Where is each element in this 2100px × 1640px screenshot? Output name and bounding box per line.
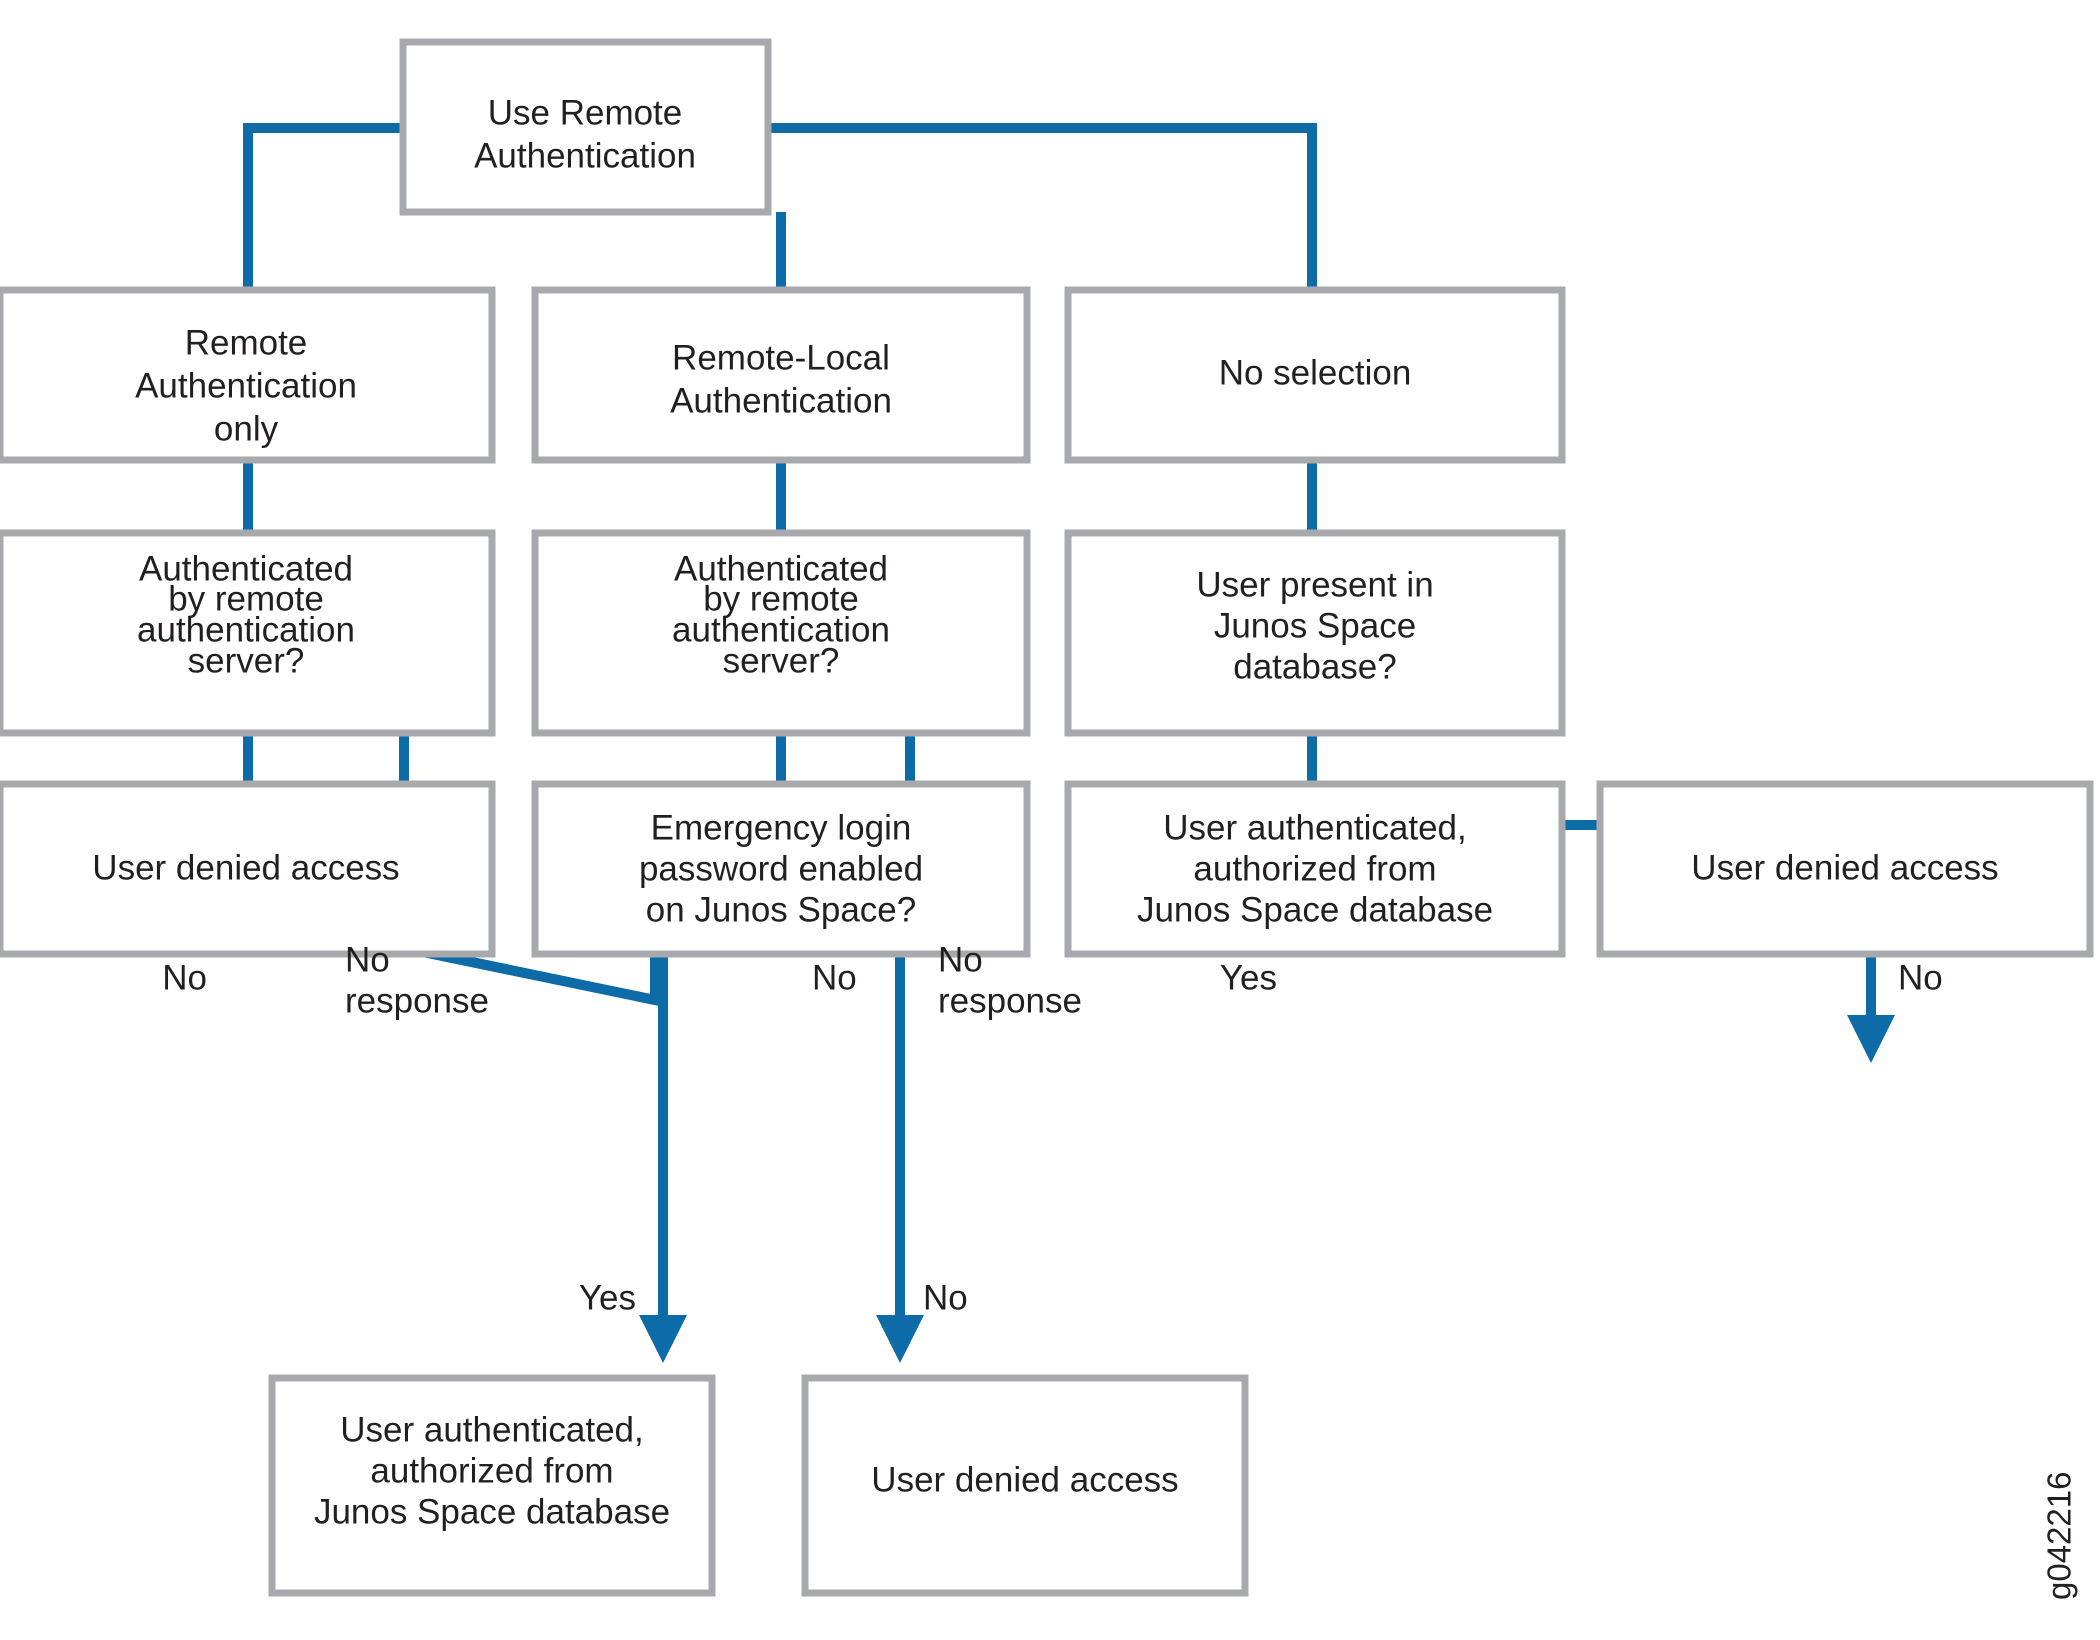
node-emergency-login-password-enabled[interactable]: Emergency login password enabled on Juno…	[531, 780, 1031, 958]
node-user-authenticated-authorized-bottom[interactable]: User authenticated, authorized from Juno…	[268, 1374, 716, 1597]
node-label-remote-local-authentication-line-2: Authentication	[670, 381, 892, 420]
node-box-emergency-login-password-enabled[interactable]	[531, 780, 1031, 958]
edge-label-yes-row3-right: Yes	[1220, 958, 1277, 997]
node-box-remote-local-authentication[interactable]	[531, 286, 1031, 464]
node-label-auth-left-line-1: Authenticated	[139, 549, 353, 588]
node-label-user-denied-access-left: User denied access	[92, 848, 399, 887]
node-remote-local-authentication[interactable]: Remote-Local Authentication	[531, 286, 1031, 464]
node-label-remote-authentication-only-line-3: only	[214, 409, 279, 448]
node-label-auth-middle-line-4: server?	[723, 641, 840, 680]
edge-label-no-far-right: No	[1898, 958, 1943, 997]
edge-emergency-no-to-denied	[876, 954, 924, 1363]
node-box-authenticated-by-remote-server-middle[interactable]	[531, 529, 1031, 737]
node-user-authenticated-authorized-right[interactable]: User authenticated, authorized from Juno…	[1064, 780, 1566, 958]
node-label-emergency-login-line-3: on Junos Space?	[646, 890, 916, 929]
node-label-remote-authentication-only-line-2: Authentication	[135, 366, 357, 405]
node-label-no-selection: No selection	[1219, 353, 1412, 392]
node-box-user-present-in-junos-space-database[interactable]	[1064, 529, 1566, 737]
node-label-auth-middle-line-2: by remote	[703, 579, 859, 618]
node-label-emergency-login-line-1: Emergency login	[651, 808, 912, 847]
node-box-user-denied-access-bottom[interactable]	[801, 1374, 1249, 1597]
edge-label-no-response-middle-line-2: response	[938, 981, 1082, 1020]
node-label-auth-left-line-3: authentication	[137, 610, 355, 649]
node-user-denied-access-left[interactable]: User denied access	[0, 780, 496, 958]
node-box-user-denied-access-left[interactable]	[0, 780, 496, 958]
edge-label-no-bottom: No	[923, 1278, 968, 1317]
node-authenticated-by-remote-server-left[interactable]: Authenticated by remote authentication s…	[0, 529, 496, 737]
node-box-user-denied-access-far-right[interactable]	[1596, 780, 2094, 958]
node-label-user-present-line-2: Junos Space	[1214, 606, 1416, 645]
node-box-remote-authentication-only[interactable]	[0, 286, 496, 464]
node-label-authorized-bottom-line-3: Junos Space database	[314, 1492, 670, 1531]
node-label-auth-middle-line-1: Authenticated	[674, 549, 888, 588]
edge-label-no-response-left-line-2: response	[345, 981, 489, 1020]
node-box-use-remote-authentication[interactable]	[399, 38, 772, 216]
edge-label-no-middle-row3: No	[812, 958, 857, 997]
node-label-authorized-bottom-line-1: User authenticated,	[340, 1410, 644, 1449]
node-label-authorized-right-line-1: User authenticated,	[1163, 808, 1467, 847]
node-user-denied-access-far-right[interactable]: User denied access	[1596, 780, 2094, 958]
node-remote-authentication-only[interactable]: Remote Authentication only	[0, 286, 496, 464]
edge-label-no-response-middle-line-1: No	[938, 940, 983, 979]
node-label-auth-middle-line-3: authentication	[672, 610, 890, 649]
node-label-auth-left-line-4: server?	[188, 641, 305, 680]
node-label-use-remote-authentication-line-1: Use Remote	[488, 93, 683, 132]
edge-emergency-yes-to-authorized	[639, 954, 687, 1363]
node-use-remote-authentication[interactable]: Use Remote Authentication	[399, 38, 772, 216]
figure-id-watermark-group: g042216	[2041, 1472, 2078, 1600]
figure-id-watermark: g042216	[2041, 1472, 2078, 1600]
node-no-selection[interactable]: No selection	[1064, 286, 1566, 464]
node-label-authorized-right-line-3: Junos Space database	[1137, 890, 1493, 929]
node-label-user-denied-access-bottom: User denied access	[871, 1460, 1178, 1499]
edge-label-no-left-row3: No	[162, 958, 207, 997]
node-label-user-denied-access-far-right: User denied access	[1691, 848, 1998, 887]
edge-label-layer: No No response No No response Yes No Yes…	[162, 940, 1943, 1317]
node-box-no-selection[interactable]	[1064, 286, 1566, 464]
node-label-authorized-right-line-2: authorized from	[1193, 849, 1436, 888]
node-user-present-in-junos-space-database[interactable]: User present in Junos Space database?	[1064, 529, 1566, 737]
node-label-remote-local-authentication-line-1: Remote-Local	[672, 338, 890, 377]
node-label-authorized-bottom-line-2: authorized from	[370, 1451, 613, 1490]
node-label-user-present-line-3: database?	[1233, 647, 1396, 686]
node-label-use-remote-authentication-line-2: Authentication	[474, 136, 696, 175]
node-label-auth-left-line-2: by remote	[168, 579, 324, 618]
node-box-user-authenticated-authorized-bottom[interactable]	[268, 1374, 716, 1597]
node-box-user-authenticated-authorized-right[interactable]	[1064, 780, 1566, 958]
node-authenticated-by-remote-server-middle[interactable]: Authenticated by remote authentication s…	[531, 529, 1031, 737]
node-user-denied-access-bottom[interactable]: User denied access	[801, 1374, 1249, 1597]
node-label-user-present-line-1: User present in	[1196, 565, 1433, 604]
node-box-authenticated-by-remote-server-left[interactable]	[0, 529, 496, 737]
node-label-emergency-login-line-2: password enabled	[639, 849, 923, 888]
node-label-remote-authentication-only-line-1: Remote	[185, 323, 308, 362]
edge-label-yes-bottom: Yes	[579, 1278, 636, 1317]
edge-label-no-response-left-line-1: No	[345, 940, 390, 979]
